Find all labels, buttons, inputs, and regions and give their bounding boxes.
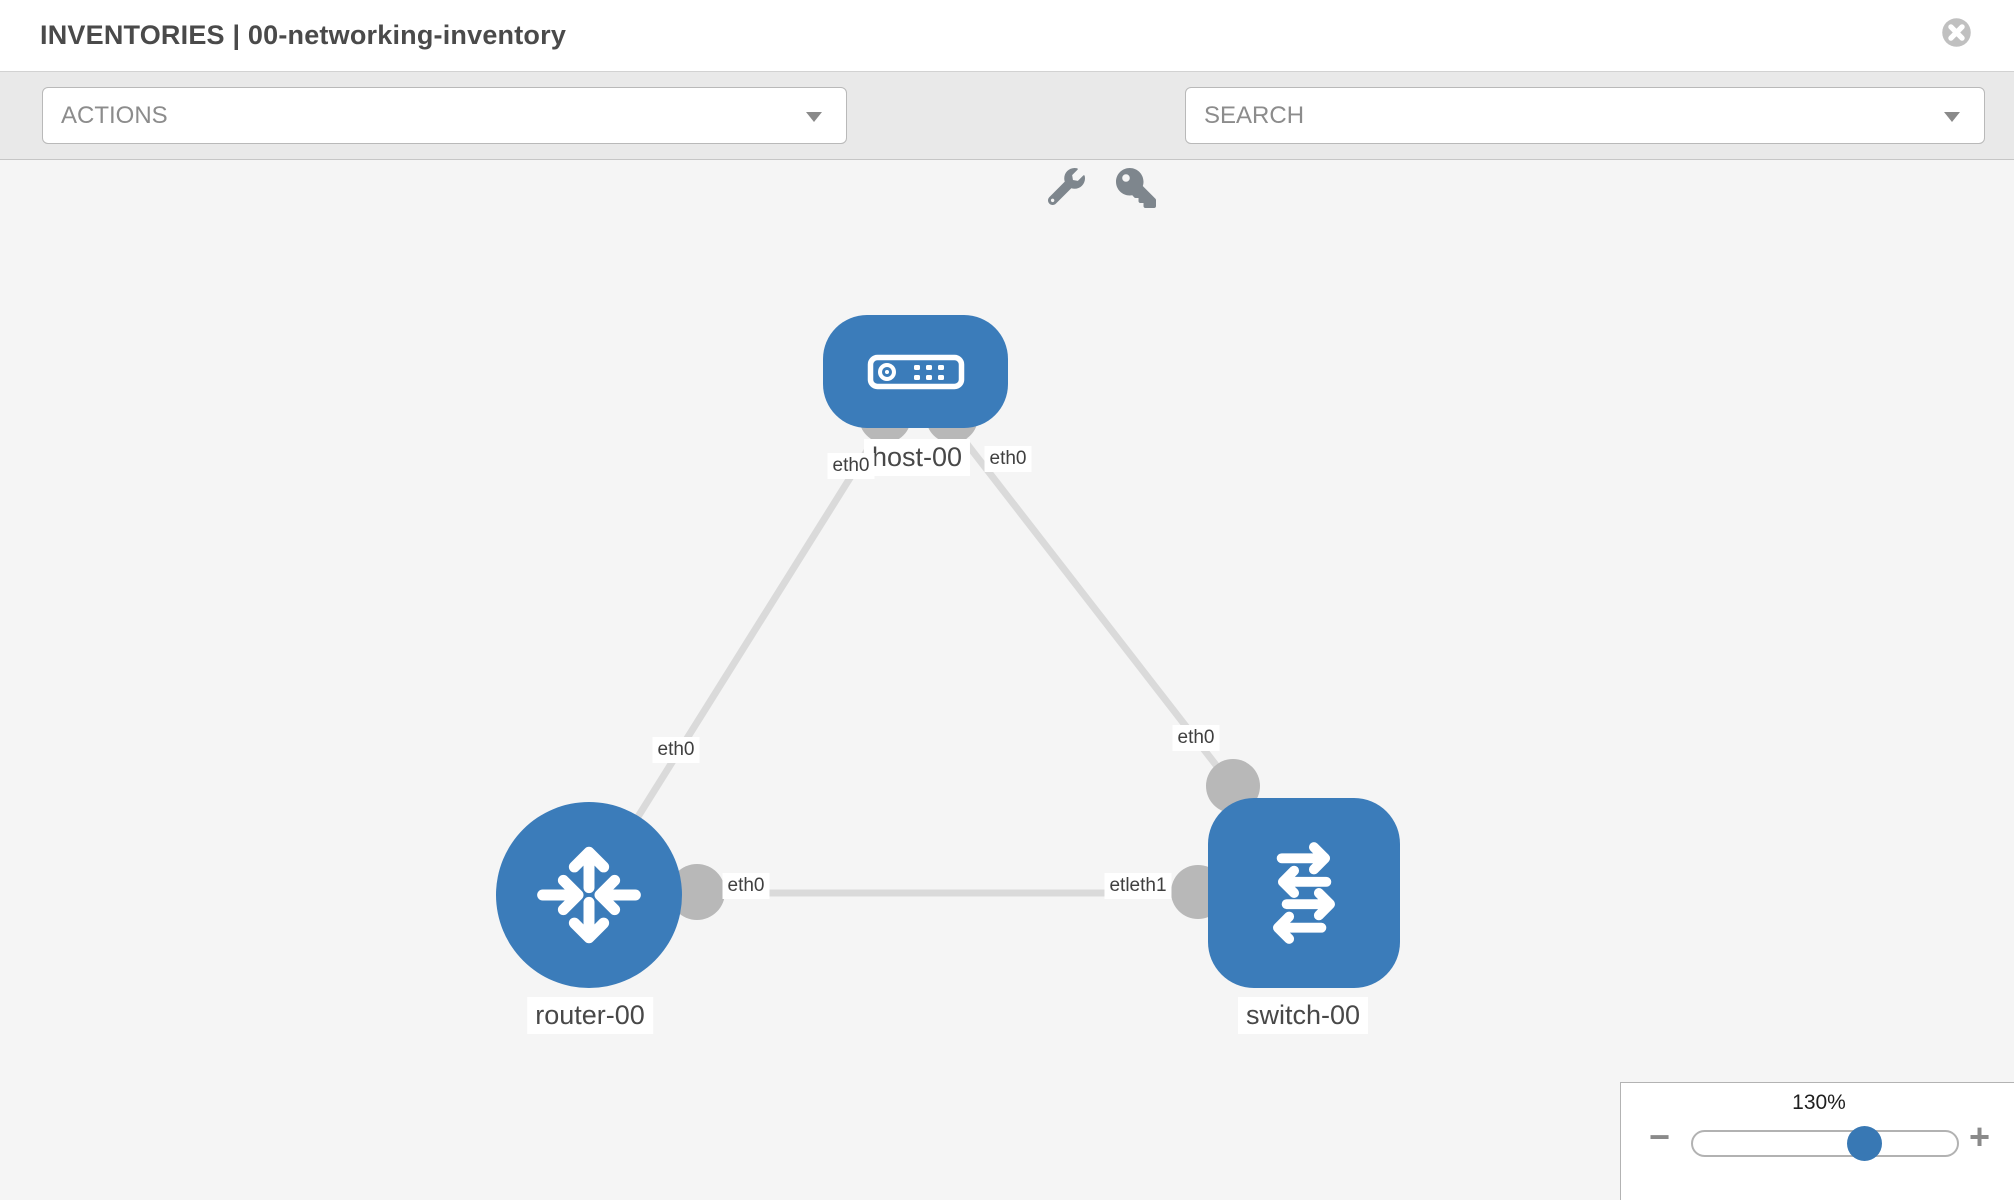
- actions-dropdown-label: ACTIONS: [61, 102, 168, 129]
- node-label-router-00: router-00: [527, 997, 653, 1034]
- chevron-down-icon: [806, 112, 822, 122]
- header: INVENTORIES | 00-networking-inventory: [0, 0, 2014, 72]
- close-button[interactable]: [1941, 17, 1972, 48]
- search-dropdown[interactable]: [1185, 87, 1985, 144]
- switch-icon: [1273, 842, 1335, 944]
- interface-connector: [669, 864, 725, 920]
- node-router-00[interactable]: [496, 802, 682, 988]
- interface-label-router-to-switch: eth0: [722, 873, 770, 899]
- wrench-icon[interactable]: [1048, 168, 1085, 205]
- zoom-level-label: 130%: [1792, 1091, 1846, 1114]
- topology-canvas[interactable]: host-00 router-00 switch-00 eth0 eth0 et…: [0, 160, 2014, 1200]
- node-host-00[interactable]: [823, 315, 1008, 428]
- links-layer: [586, 391, 1260, 920]
- interface-label-switch-to-router: etleth1: [1104, 873, 1172, 899]
- key-icon[interactable]: [1116, 168, 1156, 208]
- server-icon: [867, 354, 964, 389]
- actions-dropdown[interactable]: ACTIONS: [42, 87, 847, 144]
- interface-label-switch-to-host: eth0: [1172, 725, 1220, 751]
- chevron-down-icon: [1944, 112, 1960, 122]
- search-input[interactable]: [1186, 88, 1944, 143]
- node-label-switch-00: switch-00: [1237, 997, 1369, 1034]
- zoom-slider-track[interactable]: [1691, 1130, 1959, 1157]
- toolbar: ACTIONS: [0, 72, 2014, 208]
- zoom-in-button[interactable]: +: [1969, 1116, 1991, 1157]
- interface-label-host-to-router: eth0: [827, 453, 875, 479]
- zoom-out-button[interactable]: −: [1649, 1116, 1671, 1157]
- zoom-slider-thumb[interactable]: [1847, 1126, 1882, 1161]
- interface-label-router-to-host: eth0: [652, 737, 700, 763]
- interface-label-host-to-switch: eth0: [984, 446, 1032, 472]
- close-icon: [1942, 18, 1971, 47]
- node-switch-00[interactable]: [1208, 798, 1400, 988]
- router-icon: [537, 846, 641, 944]
- page-title: INVENTORIES | 00-networking-inventory: [40, 20, 567, 50]
- zoom-panel: 130% − +: [1620, 1082, 2014, 1200]
- node-label-host-00: host-00: [863, 439, 971, 476]
